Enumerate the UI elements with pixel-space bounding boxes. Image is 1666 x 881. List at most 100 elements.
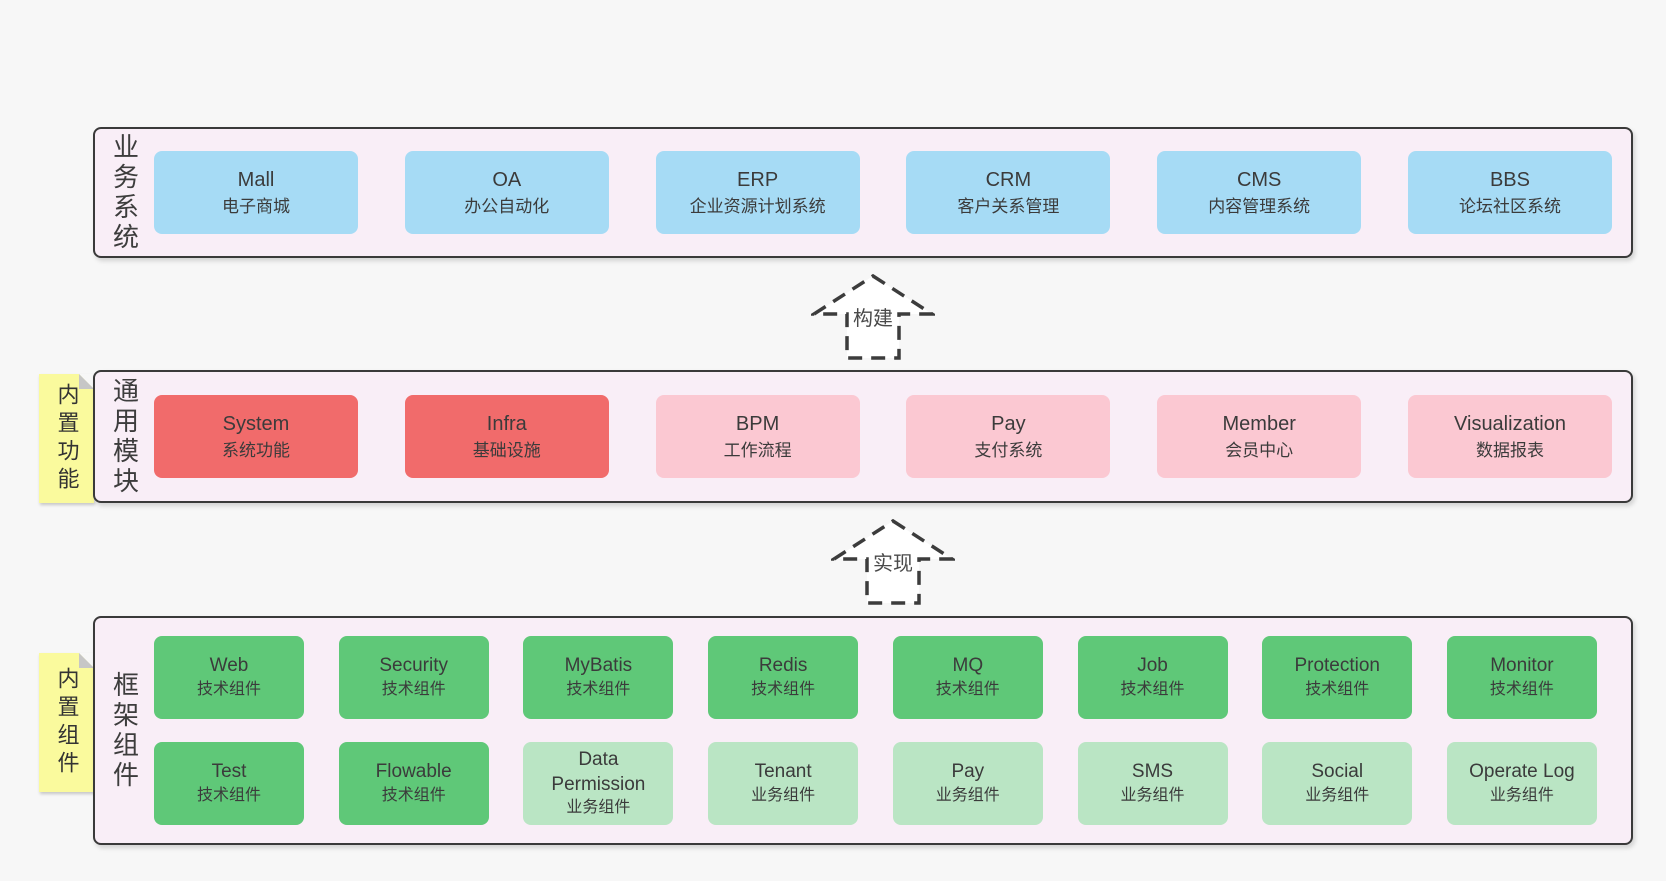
- box-zh-label: 数据报表: [1475, 440, 1544, 460]
- box-infra: Infra 基础设施: [404, 395, 609, 478]
- box-monitor: Monitor 技术组件: [1446, 636, 1597, 719]
- box-tenant: Tenant 业务组件: [708, 742, 859, 825]
- box-protection: Protection 技术组件: [1262, 636, 1413, 719]
- box-zh-label: 技术组件: [381, 787, 446, 805]
- box-zh-label: 技术组件: [1489, 681, 1554, 699]
- box-visualization: Visualization 数据报表: [1407, 395, 1612, 478]
- framework-row-2: Test 技术组件 Flowable 技术组件 Data Permission …: [154, 742, 1597, 825]
- box-en-label: Job: [1137, 655, 1168, 677]
- built-in-components-sticky-note: 内置组件: [39, 653, 94, 792]
- box-zh-label: 企业资源计划系统: [689, 196, 826, 216]
- box-en-label: Test: [211, 761, 247, 783]
- box-job: Job 技术组件: [1077, 636, 1228, 719]
- box-redis: Redis 技术组件: [708, 636, 859, 719]
- box-en-label: Redis: [758, 655, 808, 677]
- common-modules-panel: 通用模块 System 系统功能 Infra 基础设施 BPM 工作流程 Pay…: [93, 370, 1633, 503]
- box-en-label: Pay: [951, 761, 985, 783]
- box-security: Security 技术组件: [338, 636, 489, 719]
- box-en-label: MQ: [952, 655, 984, 677]
- box-mybatis: MyBatis 技术组件: [523, 636, 674, 719]
- box-en-label: Pay: [991, 413, 1026, 436]
- box-mq: MQ 技术组件: [892, 636, 1043, 719]
- box-en-label: OA: [492, 169, 522, 192]
- box-en-label: Flowable: [375, 761, 452, 783]
- box-erp: ERP 企业资源计划系统: [655, 151, 860, 234]
- build-arrow-label: 构建: [853, 307, 893, 330]
- box-zh-label: 技术组件: [1305, 681, 1370, 699]
- box-zh-label: 业务组件: [566, 799, 631, 817]
- box-en-label: SMS: [1131, 761, 1174, 783]
- box-en-label: Operate Log: [1469, 761, 1575, 783]
- built-in-features-sticky-note: 内置功能: [39, 374, 94, 503]
- panel-label-cell: 业务系统: [95, 129, 154, 256]
- box-zh-label: 技术组件: [935, 681, 1000, 699]
- box-en-label: Web: [209, 655, 249, 677]
- box-en-label: Security: [379, 655, 449, 677]
- box-data-permission: Data Permission 业务组件: [523, 742, 674, 825]
- box-oa: OA 办公自动化: [404, 151, 609, 234]
- business-boxes-row: Mall 电子商城 OA 办公自动化 ERP 企业资源计划系统 CRM 客户关系…: [154, 151, 1631, 234]
- modules-boxes-row: System 系统功能 Infra 基础设施 BPM 工作流程 Pay 支付系统…: [154, 395, 1631, 478]
- box-cms: CMS 内容管理系统: [1157, 151, 1362, 234]
- box-zh-label: 技术组件: [566, 681, 631, 699]
- box-zh-label: 业务组件: [935, 787, 1000, 805]
- framework-rows: Web 技术组件 Security 技术组件 MyBatis 技术组件 Redi…: [154, 636, 1631, 825]
- box-zh-label: 客户关系管理: [957, 196, 1060, 216]
- box-en-label: CRM: [985, 169, 1032, 192]
- framework-components-panel: 框架组件 Web 技术组件 Security 技术组件 MyBatis 技术组件…: [93, 616, 1633, 845]
- box-zh-label: 技术组件: [381, 681, 446, 699]
- box-zh-label: 业务组件: [1489, 787, 1554, 805]
- box-en-label: Mall: [237, 169, 275, 192]
- box-en-label: Data Permission: [551, 749, 646, 795]
- box-zh-label: 会员中心: [1225, 440, 1294, 460]
- box-en-label: ERP: [737, 169, 779, 192]
- box-zh-label: 办公自动化: [464, 196, 550, 216]
- box-en-label: System: [222, 413, 290, 436]
- sticky-label: 内置功能: [54, 382, 80, 495]
- box-en-label: Monitor: [1490, 655, 1554, 677]
- business-panel-label: 业务系统: [109, 132, 140, 253]
- box-test: Test 技术组件: [154, 742, 304, 825]
- box-en-label: Member: [1222, 413, 1296, 436]
- box-en-label: Social: [1311, 761, 1364, 783]
- box-bbs: BBS 论坛社区系统: [1407, 151, 1612, 234]
- box-zh-label: 论坛社区系统: [1458, 196, 1561, 216]
- box-zh-label: 工作流程: [723, 440, 792, 460]
- box-crm: CRM 客户关系管理: [906, 151, 1111, 234]
- sticky-label: 内置组件: [54, 666, 80, 779]
- box-zh-label: 技术组件: [196, 681, 261, 699]
- modules-panel-label: 通用模块: [109, 376, 140, 497]
- box-zh-label: 基础设施: [472, 440, 541, 460]
- box-sms: SMS 业务组件: [1077, 742, 1228, 825]
- box-system: System 系统功能: [154, 395, 358, 478]
- build-arrow-icon: 构建: [811, 273, 935, 360]
- box-zh-label: 业务组件: [1120, 787, 1185, 805]
- box-en-label: BPM: [735, 413, 780, 436]
- box-en-label: Tenant: [754, 761, 812, 783]
- box-flowable: Flowable 技术组件: [338, 742, 489, 825]
- box-social: Social 业务组件: [1262, 742, 1413, 825]
- box-en-label: Protection: [1294, 655, 1380, 677]
- box-zh-label: 技术组件: [196, 787, 261, 805]
- box-zh-label: 电子商城: [222, 196, 290, 216]
- box-en-label: MyBatis: [564, 655, 633, 677]
- box-zh-label: 技术组件: [751, 681, 816, 699]
- box-zh-label: 系统功能: [222, 440, 290, 460]
- framework-row-1: Web 技术组件 Security 技术组件 MyBatis 技术组件 Redi…: [154, 636, 1597, 719]
- box-en-label: Infra: [486, 413, 527, 436]
- box-en-label: Visualization: [1454, 413, 1566, 436]
- box-pay: Pay 支付系统: [906, 395, 1111, 478]
- box-zh-label: 内容管理系统: [1208, 196, 1311, 216]
- panel-label-cell: 框架组件: [95, 618, 154, 843]
- box-zh-label: 业务组件: [1305, 787, 1370, 805]
- box-bpm: BPM 工作流程: [655, 395, 860, 478]
- implement-arrow-icon: 实现: [831, 518, 955, 605]
- box-en-label: CMS: [1236, 169, 1282, 192]
- framework-panel-label: 框架组件: [109, 670, 140, 791]
- box-en-label: BBS: [1489, 169, 1530, 192]
- box-zh-label: 技术组件: [1120, 681, 1185, 699]
- box-pay-biz: Pay 业务组件: [892, 742, 1043, 825]
- box-mall: Mall 电子商城: [154, 151, 358, 234]
- business-systems-panel: 业务系统 Mall 电子商城 OA 办公自动化 ERP 企业资源计划系统 CRM…: [93, 127, 1633, 258]
